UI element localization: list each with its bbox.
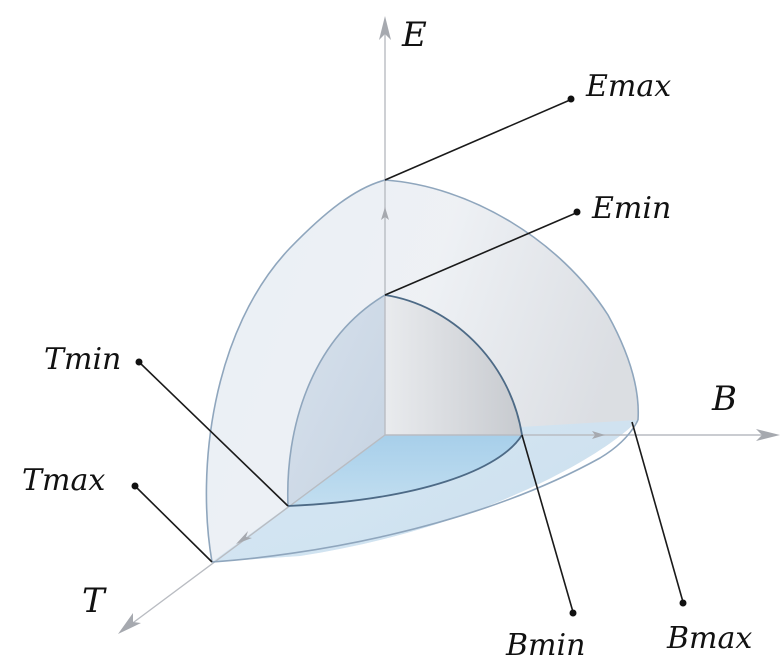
t-axis-inner-arrow — [236, 531, 252, 544]
outer-left-edge — [205, 179, 386, 563]
bmax-label: Bmax — [666, 621, 752, 656]
emax-label: Emax — [585, 69, 671, 104]
bmin-leader — [521, 434, 574, 613]
inner-floor — [288, 435, 522, 506]
b-axis-arrowhead — [756, 429, 780, 441]
inner-left-edge — [286, 294, 386, 507]
tmin-label: Tmin — [44, 342, 121, 377]
bmin-dot — [569, 609, 577, 617]
tmax-label: Tmax — [22, 463, 105, 498]
outer-bottom-edge — [211, 419, 639, 563]
outer-floor — [212, 420, 638, 562]
b-axis-inner-arrow — [592, 431, 605, 439]
inner-right-edge — [384, 294, 523, 436]
e-axis-label: E — [401, 15, 427, 55]
emin-dot — [573, 208, 581, 216]
emax-leader — [384, 99, 571, 181]
bmax-leader — [631, 421, 684, 603]
t-axis-arrowhead — [118, 613, 141, 634]
e-axis-inner-arrow — [381, 207, 389, 220]
inner-bottom-edge — [287, 434, 523, 507]
tmax-leader — [135, 486, 213, 563]
tmin-dot — [135, 358, 143, 366]
b-axis-label: B — [711, 379, 737, 419]
e-axis-arrowhead — [379, 16, 391, 40]
bmin-label: Bmin — [505, 628, 585, 663]
t-axis-label: T — [82, 581, 107, 621]
bmax-dot — [679, 599, 687, 607]
emax-dot — [567, 95, 575, 103]
tmin-leader — [139, 362, 289, 507]
inner-shell-left-face — [287, 295, 385, 506]
outer-right-edge — [384, 179, 640, 421]
t-axis-line — [129, 434, 386, 626]
inner-shell-right-face — [385, 295, 522, 435]
emin-label: Emin — [591, 191, 671, 226]
tmax-dot — [131, 482, 139, 490]
emin-leader — [384, 212, 577, 296]
